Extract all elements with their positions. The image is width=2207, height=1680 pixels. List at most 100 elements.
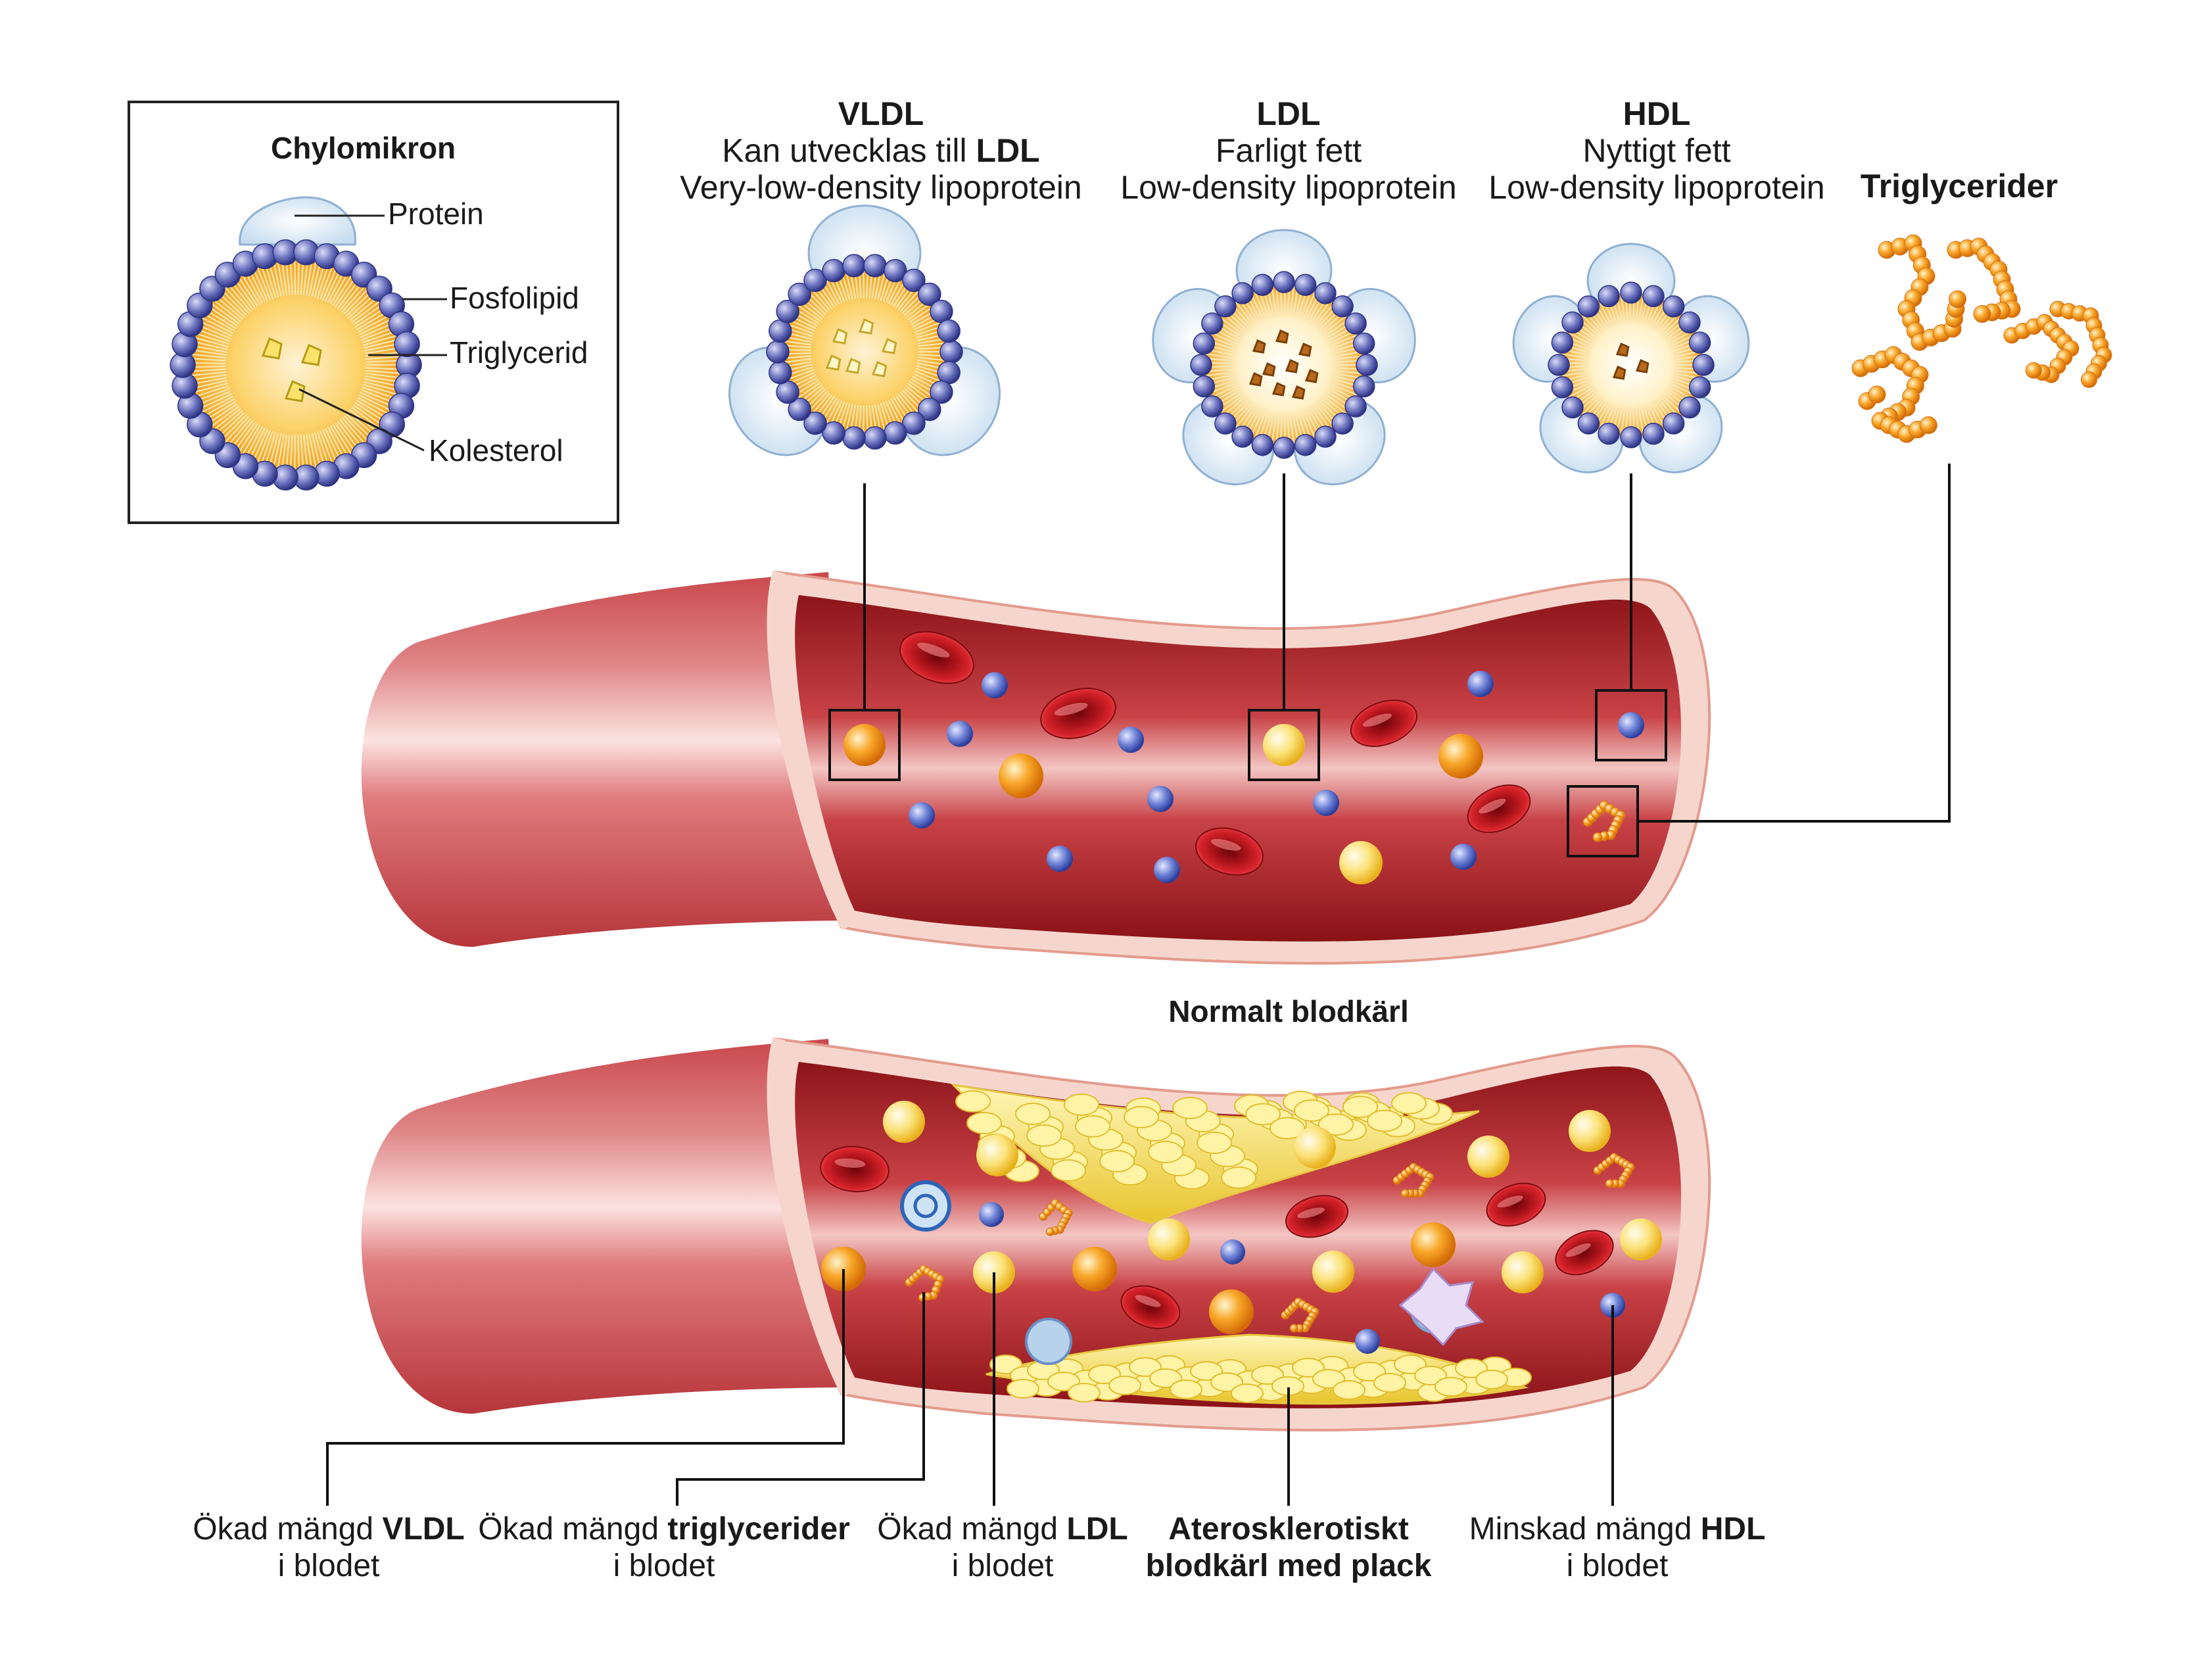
phospholipid-head [1352,332,1375,355]
plaque-cell [1015,1103,1051,1125]
red-blood-cell-body [820,1145,890,1193]
phospholipid-tail [782,340,812,346]
phospholipid-head [1561,396,1584,419]
phospholipid-head [1344,395,1367,418]
ldl-line1: Farligt fett [1215,132,1362,169]
trig-effect-bold: triglycerider [667,1512,850,1547]
red-blood-cell [1285,1195,1349,1238]
phospholipid-head [884,258,907,283]
phospholipid-head [863,254,887,277]
triglyceride-bead [2081,372,2097,388]
red-blood-cell-shine [1135,1295,1161,1307]
red-blood-cell-shine [834,1158,866,1168]
cholesterol [858,318,874,335]
red-blood-cell [1486,1182,1546,1227]
plaque-cell [1088,1364,1121,1384]
red-blood-cell-body [1040,688,1116,739]
normal-vessel-caption: Normalt blodkärl [1168,994,1409,1028]
cholesterol [1612,365,1626,380]
vldl-ball [843,724,886,766]
red-blood-cell-body [1555,1230,1614,1276]
phospholipid-tail [914,370,943,383]
triglyceride-bead [1949,290,1966,308]
phospholipid-head [1577,295,1600,318]
hdl-effect-bold: HDL [1700,1512,1766,1547]
phospholipid-head [803,411,827,435]
hdl-effect-label: Minskad mängd HDL i blodet [1433,1511,1801,1585]
phospholipid-head [1662,295,1685,318]
phospholipid-tail [320,430,335,468]
phospholipid-head [788,282,811,306]
plaque-cell [955,1090,991,1113]
chylomicron-title: Chylomikron [271,131,456,165]
phospholipid-tail [199,315,234,334]
triglyceride-bead [1605,1179,1614,1188]
triglycerid-label: Triglycerid [450,335,588,370]
phospholipid-tail [1316,404,1335,427]
hdl-ball [1118,727,1144,753]
red-blood-cell-shine [1054,702,1088,716]
phospholipid-tail [341,417,368,447]
cholesterol [881,337,897,354]
plaque-cell [1068,1383,1101,1403]
phospholipid-tail [782,358,812,364]
plaque-cell [1124,1106,1159,1128]
vldl-ball [1411,1222,1456,1267]
plaque-cell [1373,1373,1406,1393]
hdl-particle [1512,243,1750,473]
plaque-cell [1245,1103,1281,1126]
phospholipid-tail [1600,404,1612,428]
cholesterol [1285,358,1299,373]
plaque-cell [1294,1099,1329,1122]
plaque-cell [1353,1362,1386,1381]
phospholipid-tail [1209,382,1237,394]
phospholipid-head [1314,425,1337,448]
phospholipid-tail [357,396,392,417]
phospholipid-tail [235,423,258,456]
phospholipid-tail [207,405,240,429]
phospholipid-tail [1651,404,1665,427]
phospholipid-tail [1313,300,1331,324]
plaque-cell [1475,1370,1508,1389]
phospholipid-tail [191,336,229,348]
phospholipid-head [842,254,866,277]
phospholipid-tail [1275,285,1280,314]
phospholipid-tail [863,405,865,435]
phospholipid-head [766,340,790,364]
phospholipid-head [1214,412,1237,435]
phospholipid-head [776,299,799,324]
phospholipid-head [918,397,941,421]
phospholipid-tail [845,404,853,433]
hdl-ball [1313,790,1339,816]
phospholipid-tail [1275,416,1280,444]
phospholipid-tail [363,333,400,347]
cholesterol [300,343,322,366]
phospholipid-tail [366,355,404,360]
plaque-cell [1051,1159,1086,1182]
phospholipid-tail [795,381,821,400]
cholesterol [825,354,842,371]
phospholipid-tail [357,313,392,333]
phospholipid-tail [918,342,948,347]
vldl-ball [1209,1289,1254,1334]
phospholipid-tail [1303,412,1316,439]
cholesterol [261,337,283,360]
vldl-effect-pre: Ökad mängd [193,1512,383,1547]
phospholipid-tail [199,396,234,415]
plaque-cell [1435,1377,1467,1397]
triglyceride-chains [1851,234,2112,443]
vldl-ball [1072,1247,1117,1291]
plaque-cell [1047,1372,1080,1391]
phospholipid-tail [351,299,383,324]
ldl-effect-bold: LDL [1066,1512,1128,1547]
phospholipid-head [1251,433,1274,456]
ldl-ball [883,1101,925,1143]
hdl-ball [1220,1239,1245,1264]
phospholipid-tail [341,283,368,313]
cholesterol [1271,381,1286,396]
phospholipid-head [1251,274,1274,297]
phospholipid-head [937,360,961,385]
normal-vessel-callouts [828,464,1951,857]
phospholipid-head [1190,354,1212,376]
triglycerider-heading: Triglycerider [1860,168,2058,204]
